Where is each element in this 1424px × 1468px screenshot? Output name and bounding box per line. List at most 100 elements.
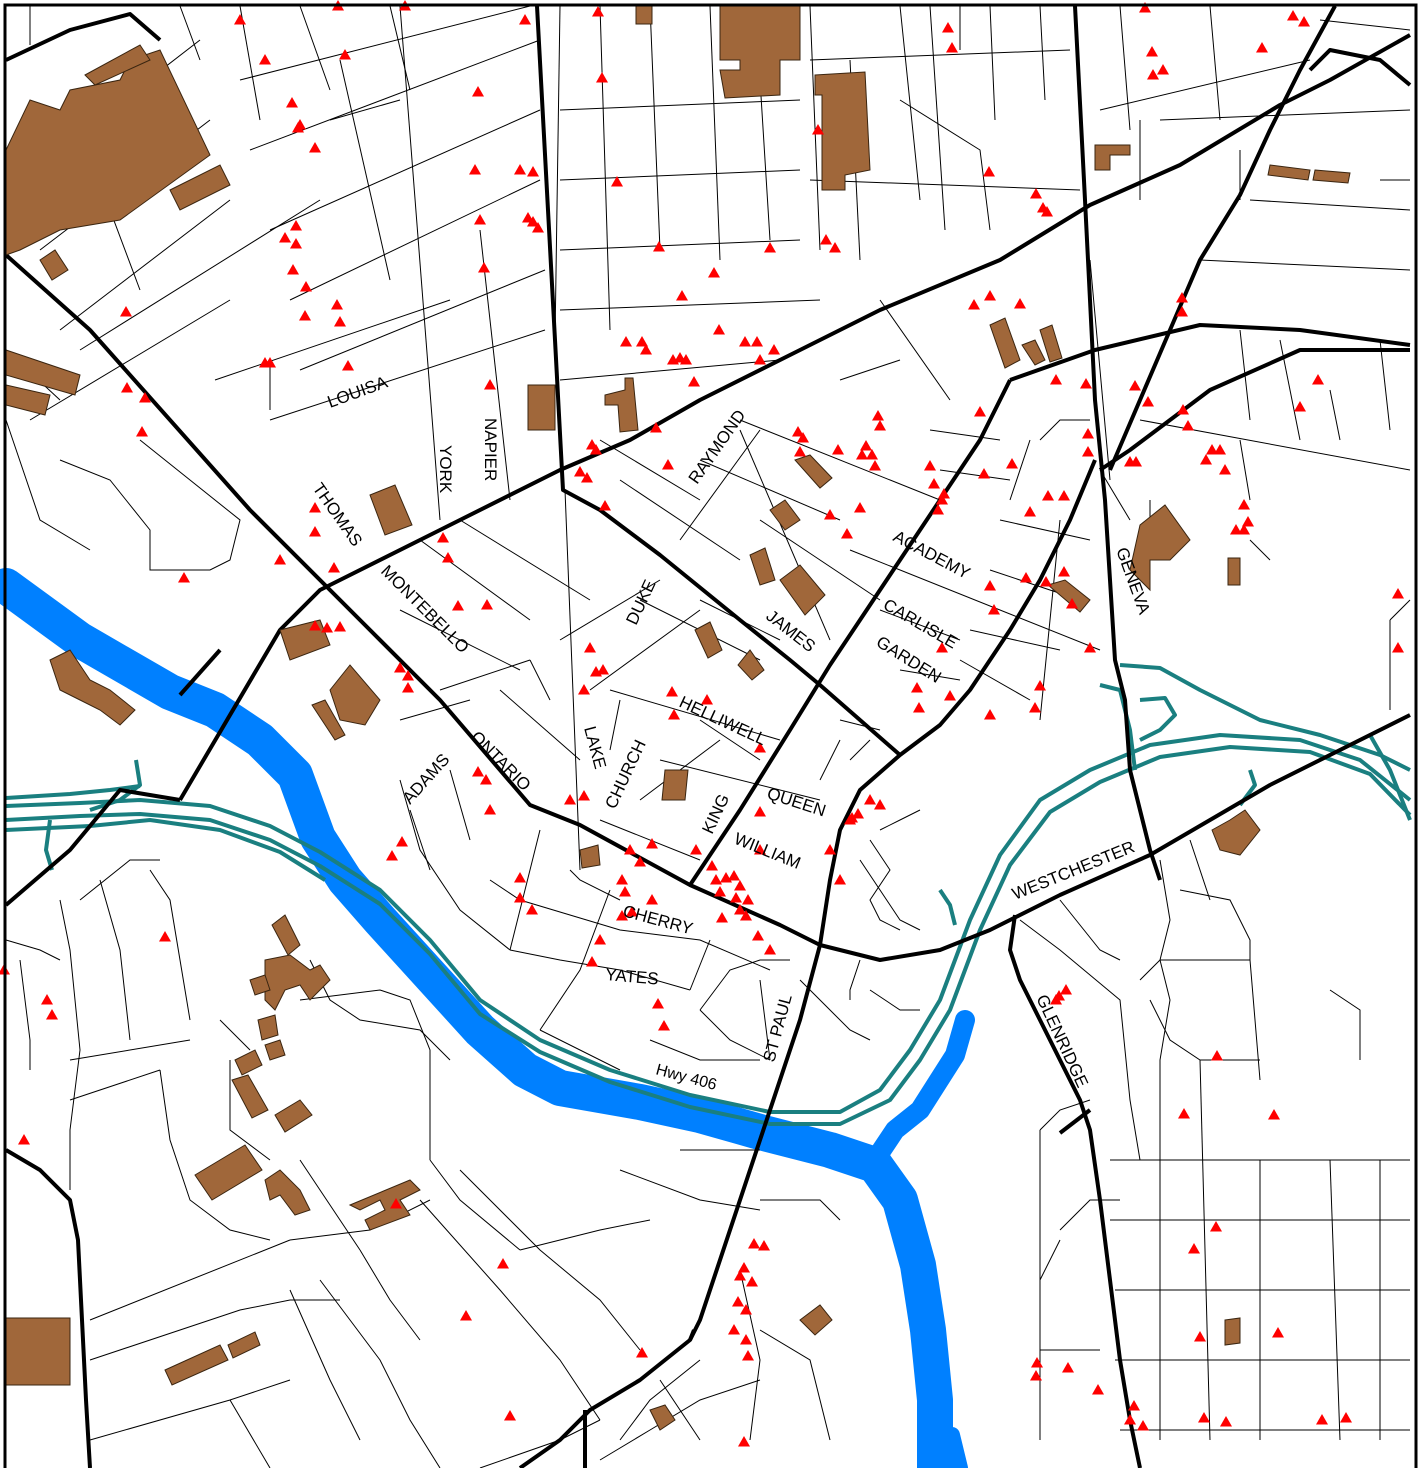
marker-triangle[interactable]	[390, 1198, 402, 1209]
marker-triangle[interactable]	[1029, 702, 1041, 713]
marker-triangle[interactable]	[714, 886, 726, 897]
marker-triangle[interactable]	[640, 344, 652, 355]
marker-triangle[interactable]	[1211, 1050, 1223, 1061]
marker-triangle[interactable]	[1142, 396, 1154, 407]
marker-triangle[interactable]	[120, 306, 132, 317]
marker-triangle[interactable]	[936, 494, 948, 505]
marker-triangle[interactable]	[797, 432, 809, 443]
marker-triangle[interactable]	[1392, 588, 1404, 599]
marker-triangle[interactable]	[832, 444, 844, 455]
marker-triangle[interactable]	[442, 552, 454, 563]
marker-triangle[interactable]	[396, 836, 408, 847]
marker-triangle[interactable]	[497, 1258, 509, 1269]
marker-triangle[interactable]	[1124, 1414, 1136, 1425]
marker-triangle[interactable]	[984, 709, 996, 720]
marker-triangle[interactable]	[738, 1262, 750, 1273]
marker-triangle[interactable]	[386, 850, 398, 861]
marker-triangle[interactable]	[1058, 490, 1070, 501]
marker-triangle[interactable]	[748, 1238, 760, 1249]
marker-triangle[interactable]	[1139, 2, 1151, 13]
marker-triangle[interactable]	[478, 262, 490, 273]
marker-triangle[interactable]	[841, 528, 853, 539]
marker-triangle[interactable]	[1082, 428, 1094, 439]
marker-triangle[interactable]	[1084, 642, 1096, 653]
marker-triangle[interactable]	[46, 1009, 58, 1020]
marker-triangle[interactable]	[596, 72, 608, 83]
marker-triangle[interactable]	[574, 466, 586, 477]
marker-triangle[interactable]	[619, 886, 631, 897]
marker-triangle[interactable]	[968, 299, 980, 310]
marker-triangle[interactable]	[716, 912, 728, 923]
marker-triangle[interactable]	[713, 324, 725, 335]
marker-triangle[interactable]	[688, 376, 700, 387]
marker-triangle[interactable]	[1182, 420, 1194, 431]
marker-triangle[interactable]	[942, 22, 954, 33]
marker-triangle[interactable]	[309, 502, 321, 513]
marker-triangle[interactable]	[474, 214, 486, 225]
marker-triangle[interactable]	[1200, 454, 1212, 465]
marker-triangle[interactable]	[527, 216, 539, 227]
marker-triangle[interactable]	[1128, 1400, 1140, 1411]
marker-triangle[interactable]	[1194, 1331, 1206, 1342]
marker-triangle[interactable]	[594, 934, 606, 945]
marker-triangle[interactable]	[824, 844, 836, 855]
marker-triangle[interactable]	[286, 97, 298, 108]
marker-triangle[interactable]	[742, 1350, 754, 1361]
marker-triangle[interactable]	[1242, 516, 1254, 527]
marker-triangle[interactable]	[754, 742, 766, 753]
marker-triangle[interactable]	[1272, 1327, 1284, 1338]
marker-triangle[interactable]	[1238, 524, 1250, 535]
marker-triangle[interactable]	[658, 1020, 670, 1031]
marker-triangle[interactable]	[321, 622, 333, 633]
marker-triangle[interactable]	[706, 860, 718, 871]
marker-triangle[interactable]	[1050, 374, 1062, 385]
marker-triangle[interactable]	[913, 702, 925, 713]
marker-triangle[interactable]	[911, 682, 923, 693]
marker-triangle[interactable]	[1316, 1414, 1328, 1425]
marker-triangle[interactable]	[472, 766, 484, 777]
marker-triangle[interactable]	[481, 599, 493, 610]
marker-triangle[interactable]	[829, 242, 841, 253]
marker-triangle[interactable]	[527, 166, 539, 177]
marker-triangle[interactable]	[402, 670, 414, 681]
marker-triangle[interactable]	[634, 856, 646, 867]
marker-triangle[interactable]	[309, 620, 321, 631]
marker-triangle[interactable]	[1066, 598, 1078, 609]
marker-triangle[interactable]	[581, 472, 593, 483]
marker-triangle[interactable]	[611, 176, 623, 187]
marker-triangle[interactable]	[734, 1270, 746, 1281]
marker-triangle[interactable]	[178, 572, 190, 583]
marker-triangle[interactable]	[1294, 401, 1306, 412]
marker-triangle[interactable]	[328, 562, 340, 573]
marker-triangle[interactable]	[740, 1334, 752, 1345]
marker-triangle[interactable]	[514, 164, 526, 175]
marker-triangle[interactable]	[846, 812, 858, 823]
marker-triangle[interactable]	[1129, 380, 1141, 391]
marker-triangle[interactable]	[1062, 1362, 1074, 1373]
marker-triangle[interactable]	[394, 662, 406, 673]
marker-triangle[interactable]	[300, 281, 312, 292]
marker-triangle[interactable]	[874, 420, 886, 431]
marker-triangle[interactable]	[754, 844, 766, 855]
marker-triangle[interactable]	[1287, 10, 1299, 21]
marker-triangle[interactable]	[690, 844, 702, 855]
marker-triangle[interactable]	[437, 532, 449, 543]
marker-triangle[interactable]	[668, 709, 680, 720]
marker-triangle[interactable]	[1030, 1370, 1042, 1381]
marker-triangle[interactable]	[742, 894, 754, 905]
marker-triangle[interactable]	[514, 872, 526, 883]
marker-triangle[interactable]	[974, 406, 986, 417]
marker-triangle[interactable]	[624, 844, 636, 855]
marker-triangle[interactable]	[738, 1436, 750, 1447]
marker-triangle[interactable]	[526, 904, 538, 915]
marker-triangle[interactable]	[984, 290, 996, 301]
marker-triangle[interactable]	[331, 299, 343, 310]
marker-triangle[interactable]	[139, 392, 151, 403]
marker-triangle[interactable]	[754, 354, 766, 365]
marker-triangle[interactable]	[854, 502, 866, 513]
marker-triangle[interactable]	[1031, 1357, 1043, 1368]
marker-triangle[interactable]	[932, 504, 944, 515]
marker-triangle[interactable]	[1041, 206, 1053, 217]
